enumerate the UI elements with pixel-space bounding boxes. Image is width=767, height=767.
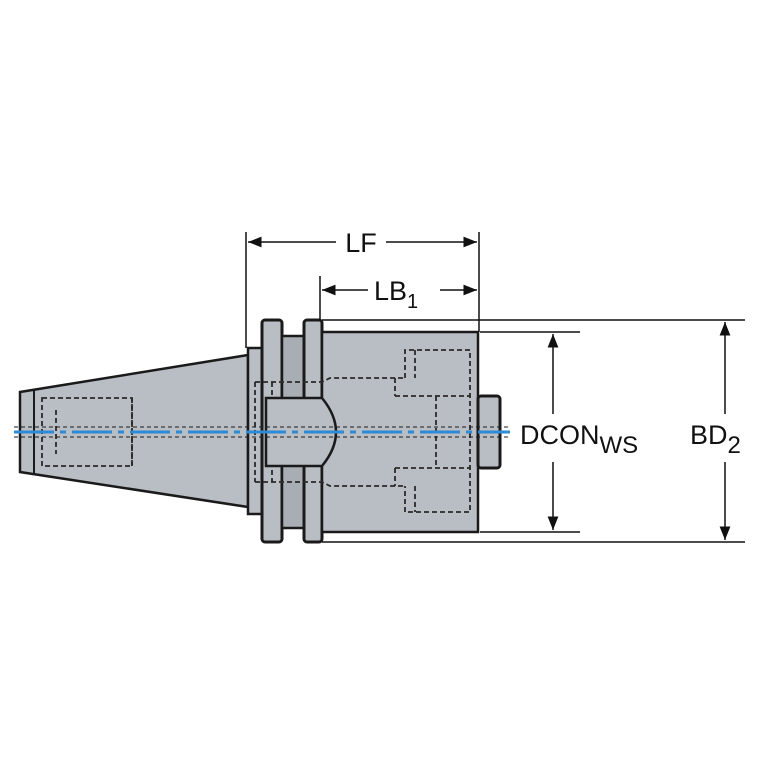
dcon-label-main: DCON — [520, 420, 600, 450]
bd2-label: BD2 — [690, 420, 741, 459]
bd2-label-sub: 2 — [728, 432, 741, 459]
bd2-label-main: BD — [690, 420, 728, 450]
lb1-label-sub: 1 — [407, 291, 418, 313]
bd2-label-bg — [686, 414, 760, 462]
drawbar-head — [264, 396, 338, 468]
dcon-label: DCONWS — [520, 420, 638, 459]
lb1-label-main: LB — [374, 276, 407, 306]
dcon-label-bg — [516, 414, 670, 462]
lb1-label: LB1 — [374, 276, 418, 313]
lb1-label-bg — [368, 272, 440, 308]
dcon-label-sub: WS — [600, 432, 639, 459]
lf-label: LF — [345, 228, 377, 258]
lf-label-bg — [336, 226, 386, 258]
